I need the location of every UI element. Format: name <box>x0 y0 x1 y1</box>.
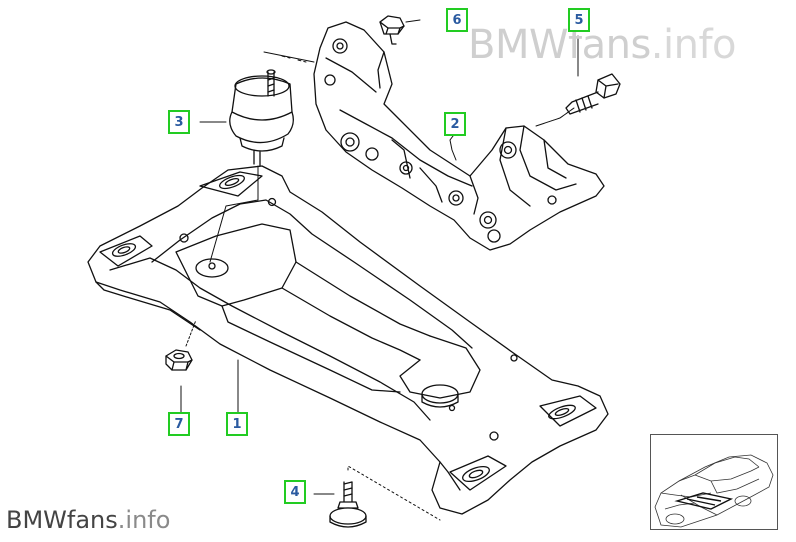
stud-bolt-drawing <box>329 481 367 528</box>
callout-part-7[interactable]: 7 <box>168 412 190 436</box>
callout-part-3[interactable]: 3 <box>168 110 190 134</box>
callout-part-1[interactable]: 1 <box>226 412 248 436</box>
car-icon <box>654 454 774 528</box>
nut-top-drawing <box>379 15 405 45</box>
nut-left-drawing <box>165 349 193 371</box>
watermark-top: BMWfans.info <box>468 22 737 68</box>
callout-part-2[interactable]: 2 <box>444 112 466 136</box>
callout-part-5[interactable]: 5 <box>568 8 590 32</box>
callout-part-6[interactable]: 6 <box>446 8 468 32</box>
watermark-bottom: BMWfans.info <box>6 506 171 534</box>
callout-part-4[interactable]: 4 <box>284 480 306 504</box>
vehicle-thumbnail <box>650 434 778 530</box>
rubber-mount-drawing <box>229 69 294 167</box>
bolt-drawing <box>565 73 621 115</box>
gearbox-bracket-drawing <box>313 21 605 251</box>
crossmember-drawing <box>87 165 609 515</box>
